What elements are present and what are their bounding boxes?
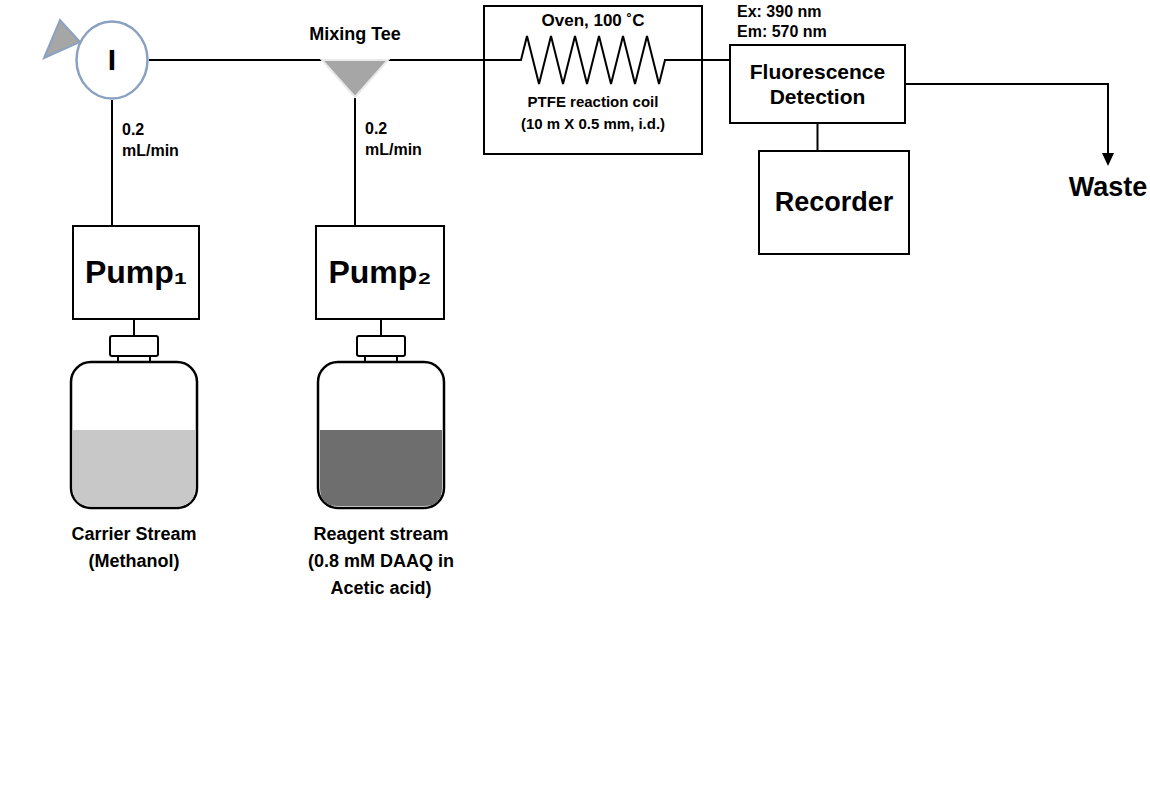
flow-connector: [381, 320, 382, 335]
flow-line: [385, 59, 483, 61]
node-outline: [729, 44, 906, 124]
node-text: PTFE reaction coil: [483, 93, 703, 111]
bottle-liquid: [73, 430, 195, 506]
bottle-liquid: [320, 430, 442, 506]
node-label: Pump₂: [322, 253, 437, 291]
bottle-body: [318, 362, 444, 508]
injector-valve: I: [75, 20, 149, 100]
bottle-cap: [110, 336, 158, 356]
solvent-bottle: Reagent stream (0.8 mM DAAQ in Acetic ac…: [315, 335, 447, 510]
flow-line: [111, 100, 113, 225]
flow-line: [817, 124, 819, 150]
flow-connector: [817, 124, 818, 150]
flow-line: [906, 84, 1108, 153]
flow-line: [354, 98, 356, 225]
node-label: I: [108, 42, 116, 78]
flow-connector: [112, 100, 113, 225]
flow-line: [380, 320, 382, 335]
node-text: Fluorescence Detection: [729, 59, 906, 109]
bottle-body: [71, 362, 197, 508]
node-label: Oven, 100 ˚C: [483, 11, 703, 31]
box-outline: [759, 151, 909, 254]
oven-outline: [484, 6, 702, 154]
node-label: Recorder: [769, 186, 900, 218]
flow-rate-label: 0.2 mL/min: [122, 119, 184, 162]
flow-line: [133, 320, 135, 335]
node-label: Reagent stream (0.8 mM DAAQ in Acetic ac…: [301, 521, 461, 602]
node-text: (10 m X 0.5 mm, i.d.): [483, 115, 703, 133]
node-label: Carrier Stream (Methanol): [54, 521, 214, 575]
reaction-coil: [483, 36, 703, 84]
flow-connector: [355, 98, 356, 225]
detector-box: Ex: 390 nmEm: 570 nmFluorescence Detecti…: [729, 44, 906, 124]
flow-connector: [134, 320, 135, 335]
box-outline: [730, 45, 905, 123]
waste-outlet: Waste: [1068, 170, 1148, 204]
node-label: Waste: [1069, 171, 1148, 203]
flow-connector: [385, 60, 483, 61]
oven-box: Oven, 100 ˚C PTFE reaction coil (10 m X 0.…: [483, 5, 703, 155]
node-label: Mixing Tee: [279, 24, 431, 46]
flow-line: [703, 59, 729, 61]
node-label: Ex: 390 nm: [737, 2, 821, 21]
node-label: Pump₁: [79, 253, 193, 291]
node-text: Em: 570 nm: [737, 22, 827, 41]
tee-triangle: [322, 60, 388, 97]
solvent-bottle: Carrier Stream (Methanol): [68, 335, 200, 510]
injector-handle: [44, 20, 80, 58]
box-outline: [73, 226, 199, 319]
node-outline: [68, 335, 200, 510]
flow-connector: [703, 60, 729, 61]
bottle-cap: [357, 336, 405, 356]
recorder-box: Recorder: [758, 150, 910, 255]
node-outline: [321, 58, 389, 98]
flow-connector: [149, 60, 325, 61]
flow-rate-label: 0.2 mL/min: [365, 118, 427, 161]
flow-connector: [906, 84, 1114, 166]
node-outline: [315, 335, 447, 510]
mixing-tee: Mixing Tee: [321, 58, 389, 98]
pump-box: Pump₂: [315, 225, 445, 320]
valve-circle: [77, 22, 148, 99]
box-outline: [316, 226, 444, 319]
arrow-head: [1102, 153, 1114, 166]
flow-line: [149, 59, 325, 61]
pump-box: Pump₁: [72, 225, 200, 320]
